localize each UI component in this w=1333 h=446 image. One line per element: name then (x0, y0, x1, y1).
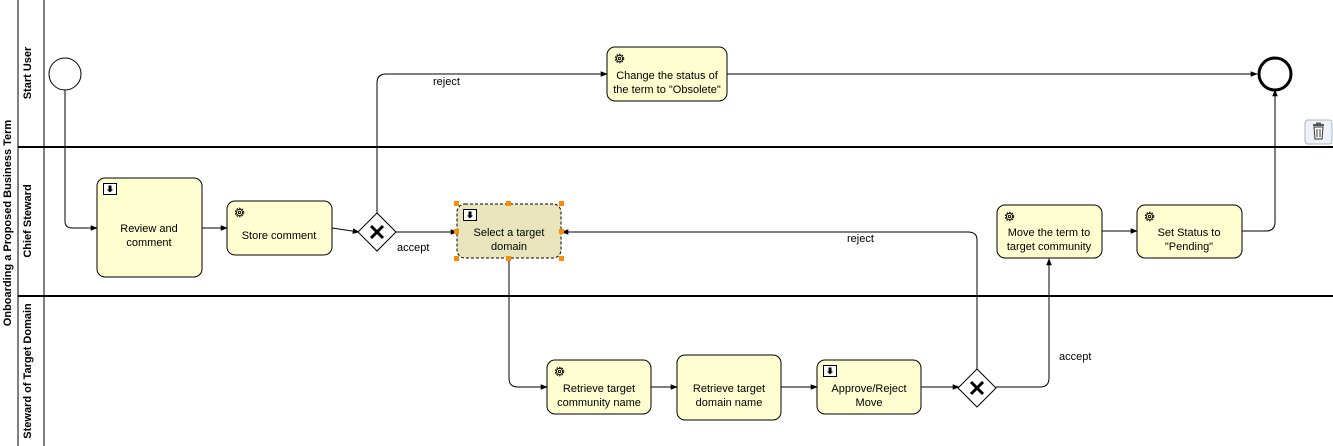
exclusive-gateway-target[interactable] (957, 368, 997, 408)
user-task-icon (463, 209, 477, 221)
end-event[interactable] (1257, 56, 1293, 92)
user-task-icon (103, 183, 117, 195)
flow-store-to-gateway[interactable] (331, 227, 360, 234)
flow-label-accept-chief: accept (397, 242, 429, 254)
flow-label-reject-top: reject (433, 76, 460, 88)
flow-label-reject-chief: reject (847, 233, 874, 245)
flow-gateway-reject-up[interactable] (376, 71, 608, 213)
lane-title-chief-steward: Chief Steward (22, 184, 34, 257)
exclusive-gateway-chief[interactable] (357, 212, 397, 252)
svg-text:Set Status to"Pending": Set Status to"Pending" (1158, 227, 1221, 253)
flow-select-to-retrieve-comm[interactable] (508, 258, 548, 390)
sequence-flows (64, 71, 1278, 390)
task-set-status-pending[interactable]: Set Status to"Pending" (1136, 204, 1243, 259)
start-event[interactable] (48, 57, 82, 91)
svg-text:Store comment: Store comment (242, 230, 317, 242)
flow-label-accept-bottom: accept (1059, 351, 1091, 363)
trash-icon (1313, 122, 1324, 140)
flow-start-to-review[interactable] (64, 90, 98, 231)
lane-title-steward-target-domain: Steward of Target Domain (22, 303, 34, 439)
pool-title: Onboarding a Proposed Business Term (2, 120, 14, 327)
flow-gateway2-reject[interactable] (561, 229, 978, 369)
task-store-comment[interactable]: Store comment (226, 200, 333, 256)
user-task-icon (823, 365, 837, 377)
flow-set-status-to-end[interactable] (1242, 89, 1278, 232)
delete-button[interactable] (1304, 119, 1333, 145)
flow-gateway2-accept[interactable] (996, 258, 1052, 388)
lane-title-start-user: Start User (22, 46, 34, 99)
selection-handles[interactable] (454, 201, 564, 261)
